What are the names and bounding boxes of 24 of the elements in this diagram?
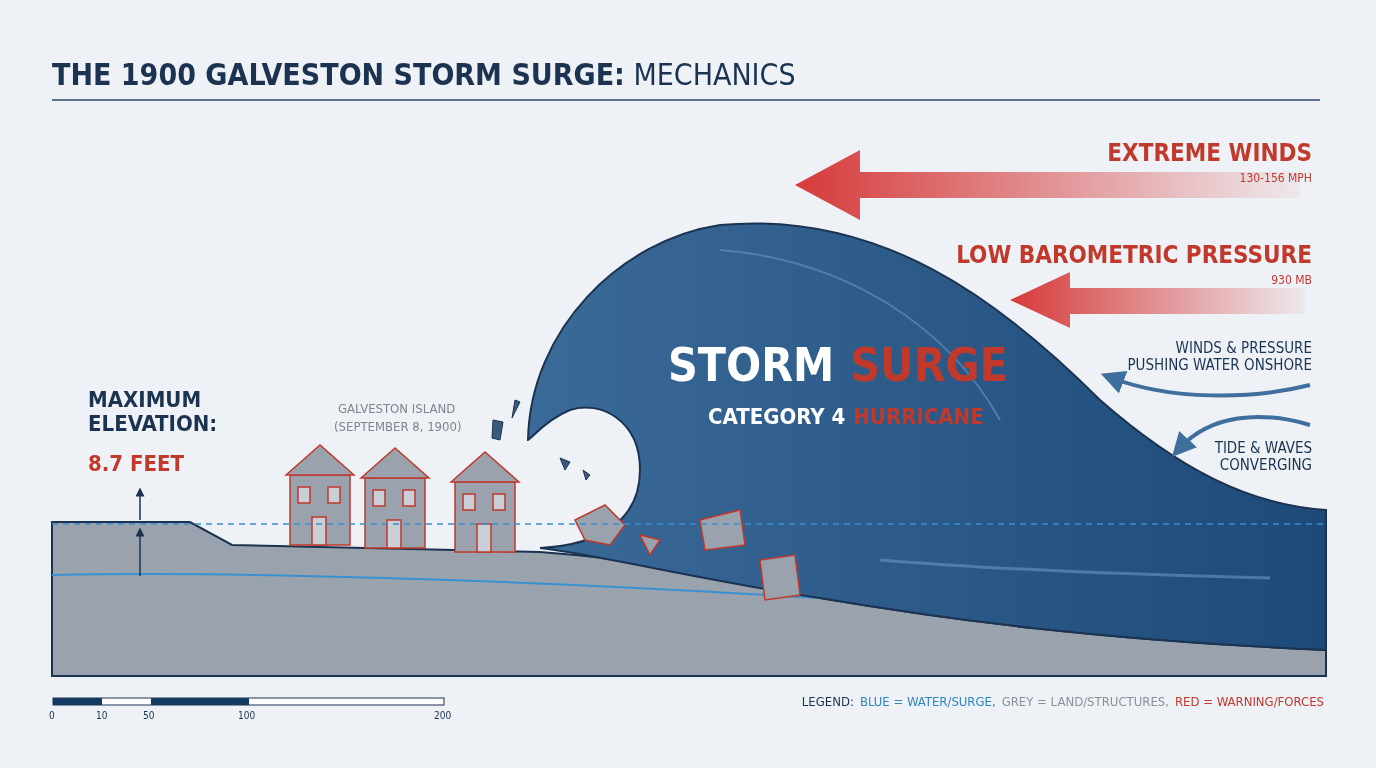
place-label: GALVESTON ISLAND: [338, 402, 456, 417]
legend-entry: GREY = LAND/STRUCTURES,: [1001, 694, 1169, 709]
scale-number: 0: [49, 710, 55, 721]
legend-heading: LEGEND:: [801, 694, 854, 709]
scale-number: 10: [96, 710, 108, 721]
scale-number: 200: [434, 710, 452, 721]
scale-number: 50: [143, 710, 155, 721]
date-label: (SEPTEMBER 8, 1900): [334, 420, 462, 435]
annotation: TIDE & WAVES CONVERGING: [1213, 440, 1312, 473]
force-label: EXTREME WINDS: [1107, 140, 1312, 167]
scale-number: 100: [238, 710, 256, 721]
elevation-label: MAXIMUM ELEVATION:: [88, 388, 219, 437]
subheading: CATEGORY 4: [708, 404, 846, 429]
title: THE 1900 GALVESTON STORM SURGE: MECHANICS: [52, 58, 796, 91]
force-label: LOW BAROMETRIC PRESSURE: [956, 242, 1312, 269]
surge-heading: STORM: [668, 338, 835, 392]
legend-entry: BLUE = WATER/SURGE,: [859, 694, 996, 709]
surge-heading: SURGE: [850, 338, 1008, 392]
annotation: WINDS & PRESSURE PUSHING WATER ONSHORE: [1126, 340, 1312, 373]
force-value: 130-156 MPH: [1239, 172, 1312, 186]
force-value: 930 MB: [1271, 274, 1312, 288]
legend-entry: RED = WARNING/FORCES: [1174, 694, 1324, 709]
elevation-value: 8.7 FEET: [88, 452, 185, 477]
subheading: HURRICANE: [853, 404, 984, 429]
